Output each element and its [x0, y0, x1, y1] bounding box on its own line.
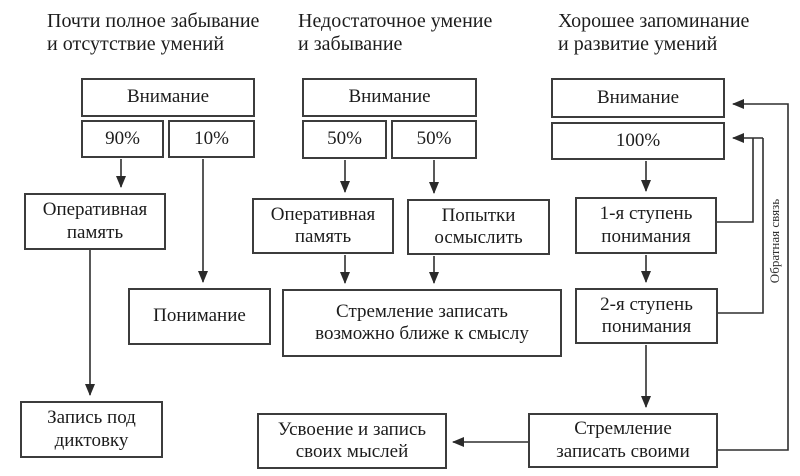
box-mid-comprehension-attempts: Попытки осмыслить: [407, 199, 550, 255]
box-mid-50pct-left: 50%: [302, 120, 387, 159]
column-header-insufficient: Недостаточное умение и забывание: [298, 10, 493, 55]
box-mid-50pct-right: 50%: [391, 120, 477, 159]
box-right-attention: Внимание: [551, 78, 725, 118]
box-left-operative-memory: Оперативная память: [24, 193, 166, 250]
box-left-attention: Внимание: [81, 78, 255, 117]
box-right-understanding-stage2: 2-я ступень понимания: [575, 288, 718, 344]
box-mid-write-close-to-meaning: Стремление записать возможно ближе к смы…: [282, 289, 562, 357]
feedback-line-from-stage2: [718, 138, 764, 314]
feedback-line-from-stage1: [717, 138, 754, 223]
box-mid-assimilation-own-thoughts: Усвоение и запись своих мыслей: [257, 413, 447, 469]
box-right-100pct: 100%: [551, 122, 725, 160]
column-header-good-memory: Хорошее запоминание и развитие умений: [558, 10, 750, 55]
box-left-10pct: 10%: [168, 120, 255, 158]
box-left-90pct: 90%: [81, 120, 164, 158]
box-right-understanding-stage1: 1-я ступень понимания: [575, 197, 717, 254]
box-right-write-own-words: Стремление записать своими: [528, 413, 718, 468]
feedback-line-outer-to-attention: [718, 99, 789, 451]
box-mid-operative-memory: Оперативная память: [252, 198, 394, 254]
feedback-label: Обратная связь: [767, 198, 782, 284]
box-mid-attention: Внимание: [302, 78, 477, 117]
column-header-forgetting: Почти полное забывание и отсутствие умен…: [47, 10, 260, 55]
box-left-dictation-note: Запись под диктовку: [20, 401, 163, 458]
box-left-understanding: Понимание: [128, 288, 271, 345]
